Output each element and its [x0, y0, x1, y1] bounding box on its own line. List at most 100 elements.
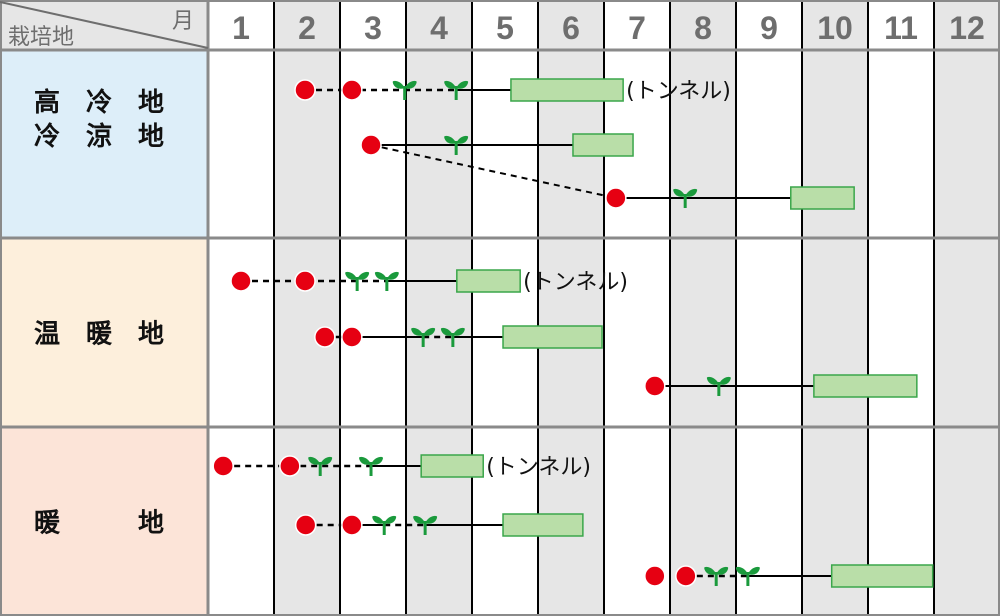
sprout-icon	[411, 327, 436, 347]
month-label-5: 5	[496, 10, 514, 46]
sprout-icon	[359, 456, 384, 476]
month-label-12: 12	[949, 10, 985, 46]
sowing-dot	[294, 79, 316, 101]
section-label-bg	[0, 238, 208, 427]
month-label-3: 3	[364, 10, 382, 46]
region-header-label: 栽培地	[8, 25, 74, 50]
sprout-leaf	[747, 566, 760, 575]
sprout-leaf	[718, 376, 731, 385]
sprout-leaf	[456, 135, 469, 144]
section-label-bg	[0, 50, 208, 238]
sprout-icon	[308, 456, 333, 476]
harvest-period-bar	[813, 374, 918, 398]
tunnel-label: (トンネル)	[486, 455, 591, 480]
sowing-dot	[279, 455, 301, 477]
sprout-leaf	[452, 327, 465, 336]
sprout-icon	[372, 515, 397, 535]
harvest-period-bar	[420, 454, 484, 478]
month-header-label: 月	[172, 9, 194, 34]
sprout-leaf	[345, 271, 358, 280]
section-label-bg	[0, 427, 208, 616]
month-column-12	[934, 0, 1000, 616]
month-column-10	[802, 0, 868, 616]
sowing-dot	[360, 134, 382, 156]
sprout-leaf	[384, 515, 397, 524]
sprout-leaf	[425, 515, 438, 524]
month-column-2	[274, 0, 340, 616]
sprout-leaf	[423, 327, 436, 336]
sprout-leaf	[685, 188, 698, 197]
sprout-leaf	[308, 456, 321, 465]
sowing-dot	[341, 79, 363, 101]
month-column-11	[868, 0, 934, 616]
month-label-8: 8	[694, 10, 712, 46]
sowing-dot	[294, 514, 317, 536]
section-label: 暖 地	[34, 509, 164, 539]
sprout-icon	[444, 80, 469, 100]
sprout-leaf	[386, 271, 399, 280]
section-label: 温 暖 地	[34, 320, 164, 350]
sprout-icon	[735, 566, 760, 586]
sprout-leaf	[392, 80, 405, 89]
sprout-leaf	[371, 456, 384, 465]
month-label-2: 2	[298, 10, 316, 46]
harvest-period-bar	[510, 78, 624, 102]
sowing-dot	[341, 514, 363, 536]
sprout-leaf	[320, 456, 333, 465]
month-column-3	[340, 0, 406, 616]
month-column-9	[736, 0, 802, 616]
sprout-leaf	[735, 566, 748, 575]
sprout-leaf	[359, 456, 372, 465]
sprout-leaf	[411, 327, 424, 336]
sprout-leaf	[374, 271, 387, 280]
sprout-leaf	[440, 327, 453, 336]
month-column-1	[208, 0, 274, 616]
tunnel-label: (トンネル)	[523, 270, 628, 295]
sprout-leaf	[704, 566, 717, 575]
sprout-leaf	[357, 271, 370, 280]
header-diagonal	[0, 1, 209, 49]
sowing-dot	[341, 326, 363, 348]
sprout-icon	[345, 271, 370, 291]
harvest-period-bar	[502, 325, 603, 349]
sowing-dot	[605, 187, 627, 209]
sowing-dot	[314, 326, 336, 348]
section-label: 高 冷 地	[34, 87, 164, 118]
sprout-icon	[374, 271, 399, 291]
sprout-icon	[444, 135, 469, 155]
sprout-leaf	[372, 515, 385, 524]
seedling-transfer-line	[370, 144, 617, 199]
sprout-icon	[704, 566, 729, 586]
tunnel-label: (トンネル)	[626, 79, 731, 104]
sprout-leaf	[444, 135, 457, 144]
month-label-1: 1	[232, 10, 250, 46]
harvest-period-bar	[502, 513, 584, 537]
harvest-period-bar	[830, 564, 934, 588]
month-label-6: 6	[562, 10, 580, 46]
sowing-dot	[230, 270, 252, 292]
sowing-dot	[675, 565, 697, 587]
sprout-leaf	[716, 566, 729, 575]
sowing-dot	[294, 270, 316, 292]
sprout-icon	[706, 376, 731, 396]
sprout-icon	[392, 80, 417, 100]
sprout-leaf	[404, 80, 417, 89]
sprout-icon	[673, 188, 698, 208]
sprout-leaf	[444, 80, 457, 89]
month-column-7	[604, 0, 670, 616]
sprout-leaf	[413, 515, 426, 524]
sprout-icon	[413, 515, 438, 535]
section-label: 冷 涼 地	[34, 121, 164, 152]
month-label-11: 11	[884, 10, 918, 46]
month-column-4	[406, 0, 472, 616]
sprout-leaf	[706, 376, 719, 385]
sowing-dot	[212, 455, 234, 477]
month-label-4: 4	[430, 10, 448, 46]
month-label-7: 7	[628, 10, 646, 46]
month-column-8	[670, 0, 736, 616]
sprout-leaf	[673, 188, 686, 197]
harvest-period-bar	[572, 133, 634, 157]
